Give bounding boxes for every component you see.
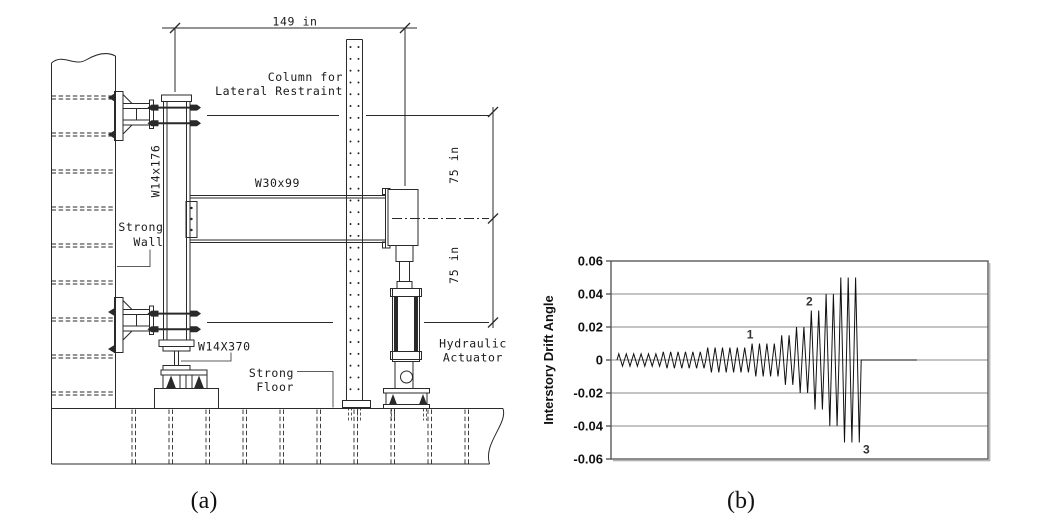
- caption-b: (b): [727, 488, 755, 514]
- figure-b-chart: 0.06 0.04 0.02 0 -0.02 -0.04 -0.06 Interstory …: [541, 254, 991, 514]
- strong-floor: [51, 408, 505, 465]
- base-section-label: W14X370: [198, 340, 251, 354]
- y-tick-label-3: 0: [596, 353, 603, 368]
- strong-wall-label-line1: Strong: [118, 220, 163, 234]
- hydraulic-actuator: [383, 189, 430, 421]
- strong-floor-label-line2: Floor: [256, 380, 294, 394]
- test-column: [158, 94, 195, 347]
- lower-wall-bracket: [108, 297, 201, 353]
- y-tick-label-4: -0.02: [573, 386, 603, 401]
- actuator-label-line2: Actuator: [443, 351, 503, 365]
- strong-floor-leader: [297, 371, 334, 408]
- dim-149-label: 149 in: [272, 15, 317, 29]
- beam-section-label: W30x99: [255, 176, 300, 190]
- lateral-restraint-column: [342, 39, 371, 421]
- restraint-label-line2: Lateral Restraint: [215, 84, 343, 98]
- strong-wall-label-line2: Wall: [133, 235, 163, 249]
- strong-floor-label-line1: Strong: [249, 366, 294, 380]
- y-tick-label-5: -0.04: [573, 419, 603, 434]
- annotation-2: 2: [806, 295, 813, 309]
- beam: [185, 188, 391, 249]
- restraint-label-line1: Column for: [268, 70, 343, 84]
- figure-a-labels: Column for Lateral Restraint W30x99 W14x…: [117, 70, 507, 408]
- base-section-leader: [181, 352, 232, 362]
- caption-a: (a): [191, 488, 218, 514]
- strong-wall: [51, 52, 116, 464]
- loading-history-line: [616, 277, 917, 443]
- y-tick-label-0: 0.06: [578, 254, 603, 269]
- chart-gridlines: [611, 293, 988, 427]
- annotation-1: 1: [747, 328, 754, 342]
- floor-rib-lines: [131, 409, 469, 464]
- actuator-label-line1: Hydraulic: [439, 337, 507, 351]
- annotation-3: 3: [863, 443, 870, 457]
- y-tick-label-1: 0.04: [578, 287, 604, 302]
- y-axis-ticks: [606, 260, 611, 460]
- y-axis-title: Interstory Drift Angle: [541, 295, 556, 425]
- figure-a-diagram: 149 in 75 in 75 in Column for Lateral Re…: [51, 15, 507, 514]
- strong-wall-leader: [117, 249, 151, 267]
- upper-wall-bracket: [108, 91, 201, 141]
- dimension-149: 149 in: [162, 15, 417, 186]
- y-axis-tick-labels: 0.06 0.04 0.02 0 -0.02 -0.04 -0.06: [573, 254, 603, 467]
- chart-annotations: 1 2 3: [747, 295, 870, 457]
- dim-75-upper-label: 75 in: [447, 146, 461, 184]
- wall-course-lines: [51, 95, 115, 396]
- y-tick-label-6: -0.06: [573, 452, 603, 467]
- dim-75-lower-label: 75 in: [447, 246, 461, 284]
- column-section-label: W14x176: [149, 145, 163, 198]
- y-tick-label-2: 0.02: [578, 320, 603, 335]
- dimension-75s: 75 in 75 in: [207, 106, 499, 328]
- column-base: [154, 346, 219, 409]
